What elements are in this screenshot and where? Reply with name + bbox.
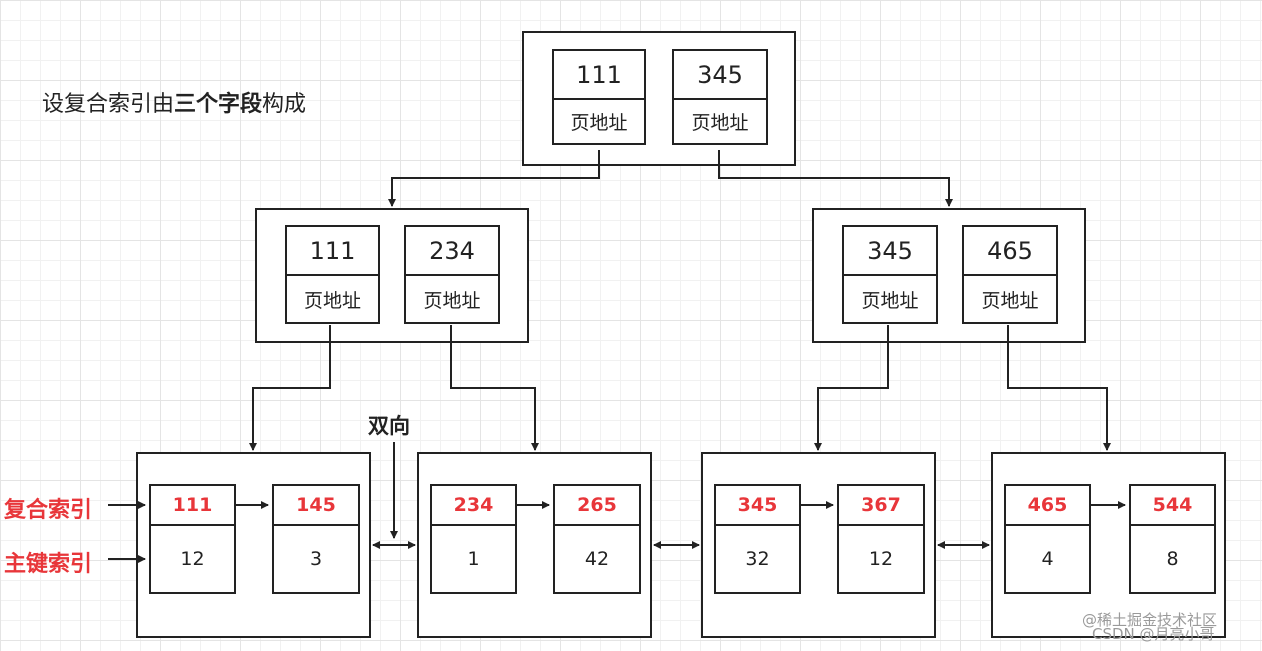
arrow-right-to-leaf-4 <box>1007 325 1111 451</box>
leaf-3-index-key-0: 345 <box>716 486 799 526</box>
internal-left-page-address-1: 页地址 <box>423 289 481 312</box>
root-entry-0: 111 页地址 <box>552 49 646 145</box>
internal-node-right: 345 页地址 465 页地址 <box>812 208 1086 343</box>
leaf-2-index-key-1: 265 <box>555 486 639 526</box>
internal-right-entry-0: 345 页地址 <box>842 225 938 324</box>
diagram-title: 设复合索引由三个字段构成 <box>42 86 306 118</box>
internal-node-left: 111 页地址 234 页地址 <box>255 208 529 343</box>
leaf-4-entry-0: 465 4 <box>1004 484 1091 594</box>
root-key-0: 111 <box>554 51 644 100</box>
title-prefix: 设复合索引由 <box>42 92 175 117</box>
root-key-1: 345 <box>674 51 766 100</box>
leaf-2-entry-1: 265 42 <box>553 484 641 594</box>
title-suffix: 构成 <box>262 92 307 117</box>
internal-right-entry-1: 465 页地址 <box>962 225 1058 324</box>
leaf-1-primary-key-0: 12 <box>180 548 205 570</box>
internal-left-key-1: 234 <box>406 227 498 276</box>
leaf-3-primary-key-0: 32 <box>745 548 770 570</box>
internal-right-key-1: 465 <box>964 227 1056 276</box>
leaf-1-index-key-1: 145 <box>274 486 358 526</box>
title-bold: 三个字段 <box>174 92 263 117</box>
leaf-1-entry-0: 111 12 <box>149 484 236 594</box>
leaf-node-3: 345 32 367 12 <box>701 452 936 638</box>
arrow-root-to-right <box>718 150 953 207</box>
leaf-2-entry-0: 234 1 <box>430 484 517 594</box>
leaf-2-primary-key-1: 42 <box>584 548 610 570</box>
composite-index-label: 复合索引 <box>4 498 93 523</box>
leaf-3-index-key-1: 367 <box>839 486 923 526</box>
leaf-1-primary-key-1: 3 <box>309 548 323 570</box>
leaf-4-primary-key-0: 4 <box>1041 548 1054 570</box>
root-entry-1: 345 页地址 <box>672 49 768 145</box>
watermark-csdn: CSDN @月亮小哥 <box>1092 625 1215 643</box>
leaf-2-index-key-0: 234 <box>432 486 515 526</box>
leaf-4-entry-1: 544 8 <box>1129 484 1216 594</box>
root-page-address-1: 页地址 <box>691 112 749 134</box>
leaf-node-1: 111 12 145 3 <box>136 452 371 638</box>
primary-index-label: 主键索引 <box>4 552 93 577</box>
leaf-3-entry-0: 345 32 <box>714 484 801 594</box>
root-node: 111 页地址 345 页地址 <box>522 31 796 166</box>
arrow-root-to-left <box>388 150 600 207</box>
watermark-juejin: @稀土掘金技术社区 <box>1082 611 1218 629</box>
bidirectional-label: 双向 <box>368 414 410 438</box>
leaf-1-index-key-0: 111 <box>151 486 234 526</box>
leaf-3-primary-key-1: 12 <box>868 548 894 570</box>
arrow-right-to-leaf-3 <box>814 325 889 451</box>
leaf-4-index-key-0: 465 <box>1006 486 1089 526</box>
leaf-node-4: 465 4 544 8 <box>991 452 1226 638</box>
leaf-2-primary-key-0: 1 <box>467 548 480 570</box>
internal-right-page-address-1: 页地址 <box>981 289 1039 312</box>
leaf-1-entry-1: 145 3 <box>272 484 360 594</box>
internal-right-page-address-0: 页地址 <box>861 289 919 312</box>
leaf-3-entry-1: 367 12 <box>837 484 925 594</box>
internal-left-entry-0: 111 页地址 <box>285 225 380 324</box>
arrow-left-to-leaf-1 <box>249 325 331 451</box>
internal-right-key-0: 345 <box>844 227 936 276</box>
internal-left-key-0: 111 <box>287 227 378 276</box>
leaf-4-index-key-1: 544 <box>1131 486 1214 526</box>
root-page-address-0: 页地址 <box>570 112 628 134</box>
arrow-left-to-leaf-2 <box>450 325 539 451</box>
leaf-node-2: 234 1 265 42 <box>417 452 652 638</box>
internal-left-page-address-0: 页地址 <box>303 289 361 312</box>
internal-left-entry-1: 234 页地址 <box>404 225 500 324</box>
leaf-4-primary-key-1: 8 <box>1166 548 1179 570</box>
